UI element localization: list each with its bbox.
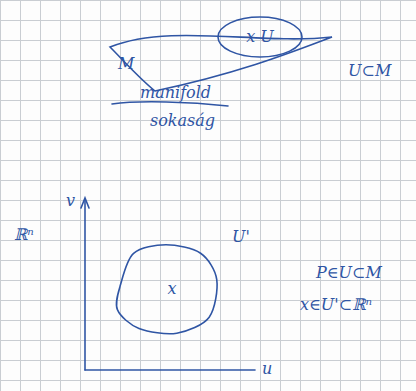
manifold-sheet: Mx U <box>100 15 340 95</box>
open-set-ellipse: x U <box>218 17 302 57</box>
image-set-blob: xU' <box>112 242 220 336</box>
relation-text: U⊂M <box>348 62 391 80</box>
image-set-blob-path <box>116 245 217 334</box>
axis-arrow <box>81 198 89 208</box>
node-label: x U <box>246 28 274 46</box>
relation-text: P∈U⊂M <box>316 264 382 282</box>
caption-text: sokaság <box>150 112 215 130</box>
node-label: x <box>167 280 176 298</box>
manifold-sheet-outline <box>100 15 340 95</box>
caption-text: manifold <box>140 84 211 102</box>
axis-label: v <box>66 192 75 210</box>
space-label: ℝⁿ <box>14 226 34 244</box>
relation-text: x∈U'⊂ℝⁿ <box>300 296 372 314</box>
node-label: M <box>118 55 134 73</box>
horizontal-axis <box>85 369 255 371</box>
set-name: U' <box>232 228 250 246</box>
image-set-blob-outline <box>112 242 220 336</box>
open-set-ellipse-path <box>218 17 302 57</box>
vertical-axis <box>84 200 86 370</box>
axis-label: u <box>262 360 272 378</box>
underline-stroke <box>112 102 228 106</box>
